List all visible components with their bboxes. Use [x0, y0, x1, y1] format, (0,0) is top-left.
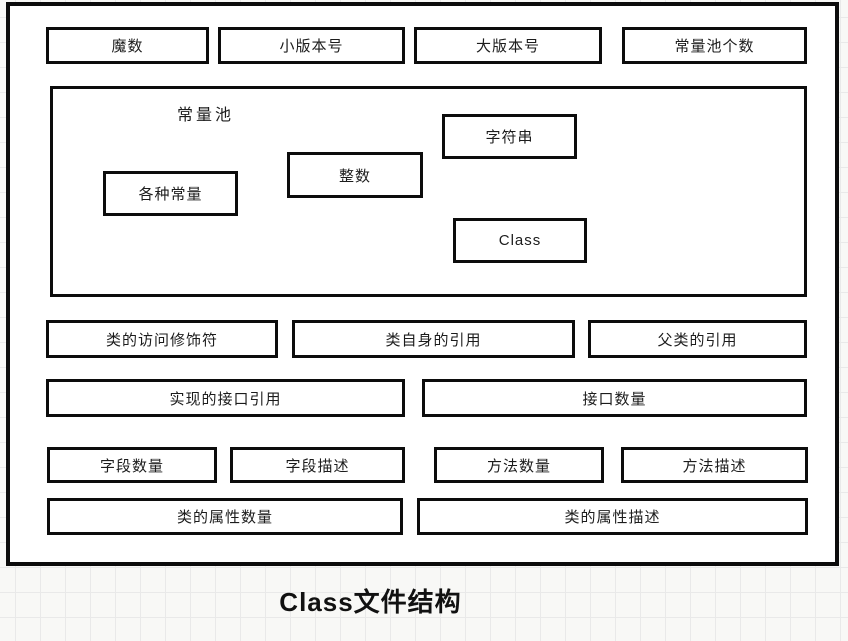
box-string-constant-label: 字符串 — [485, 129, 534, 146]
box-method-count-label: 方法数量 — [486, 457, 551, 475]
diagram-caption: Class文件结构 — [279, 587, 462, 617]
box-major-version-label: 大版本号 — [475, 38, 540, 55]
class-file-outer-box: 魔数 小版本号 大版本号 常量池个数 常量池 字符串 整数 各种常量 Class — [6, 2, 839, 566]
box-class-constant-label: Class — [498, 232, 542, 249]
box-field-description: 字段描述 — [230, 447, 405, 483]
box-class-attribute-count: 类的属性数量 — [47, 498, 403, 535]
box-super-class-reference-label: 父类的引用 — [657, 331, 738, 349]
box-implemented-interface-refs: 实现的接口引用 — [46, 379, 405, 417]
box-integer-constant: 整数 — [287, 152, 423, 198]
box-method-count: 方法数量 — [434, 447, 604, 483]
box-magic-number: 魔数 — [46, 27, 209, 64]
box-minor-version-label: 小版本号 — [279, 38, 344, 55]
box-method-description-label: 方法描述 — [682, 457, 747, 475]
box-class-constant: Class — [453, 218, 587, 263]
box-various-constants: 各种常量 — [103, 171, 238, 216]
box-implemented-interface-refs-label: 实现的接口引用 — [169, 390, 282, 408]
box-constant-pool-count: 常量池个数 — [622, 27, 807, 64]
box-class-access-modifiers-label: 类的访问修饰符 — [105, 331, 218, 349]
box-this-class-reference: 类自身的引用 — [292, 320, 575, 358]
box-field-description-label: 字段描述 — [285, 457, 350, 475]
constant-pool-title: 常量池 — [177, 107, 235, 124]
box-minor-version: 小版本号 — [218, 27, 405, 64]
box-class-attribute-description: 类的属性描述 — [417, 498, 808, 535]
box-integer-constant-label: 整数 — [338, 167, 371, 185]
box-class-access-modifiers: 类的访问修饰符 — [46, 320, 278, 358]
box-method-description: 方法描述 — [621, 447, 808, 483]
box-this-class-reference-label: 类自身的引用 — [385, 331, 482, 349]
box-interface-count-label: 接口数量 — [582, 390, 647, 408]
box-class-attribute-count-label: 类的属性数量 — [176, 509, 273, 526]
box-constant-pool-count-label: 常量池个数 — [674, 38, 755, 55]
constant-pool-container: 常量池 字符串 整数 各种常量 Class — [50, 86, 807, 297]
box-super-class-reference: 父类的引用 — [588, 320, 807, 358]
box-class-attribute-description-label: 类的属性描述 — [564, 509, 661, 526]
box-various-constants-label: 各种常量 — [138, 186, 203, 203]
box-field-count: 字段数量 — [47, 447, 217, 483]
box-interface-count: 接口数量 — [422, 379, 807, 417]
box-magic-number-label: 魔数 — [111, 38, 144, 55]
box-string-constant: 字符串 — [442, 114, 577, 159]
box-major-version: 大版本号 — [414, 27, 602, 64]
box-field-count-label: 字段数量 — [99, 457, 164, 475]
